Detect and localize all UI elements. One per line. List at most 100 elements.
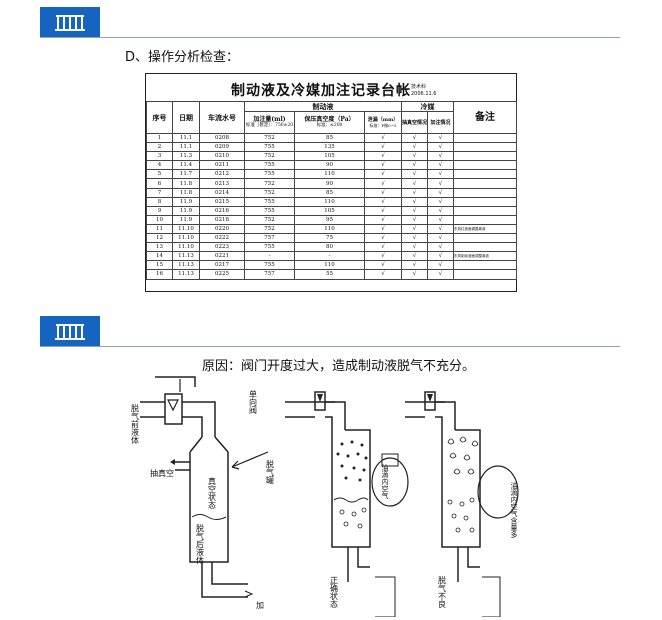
header-divider	[40, 37, 620, 38]
table-cell-leak: √	[363, 169, 403, 180]
company-logo	[40, 7, 100, 37]
table-cell-evac: √	[401, 205, 429, 216]
label-oil-drop-air-more: 油滴内空气含量多	[510, 481, 518, 539]
table-cell-date: 11.8	[172, 187, 200, 198]
table-cell-remark	[453, 196, 518, 207]
table-cell-fill: √	[427, 187, 455, 198]
logo-mark-icon	[55, 15, 85, 31]
table-cell-remark	[453, 233, 518, 244]
table-cell-flow: 0212	[199, 169, 245, 180]
table-cell-vac: 90	[294, 178, 365, 189]
table-cell-evac: √	[401, 196, 429, 207]
table-cell-vac: 110	[294, 196, 365, 207]
table-cell-fill: √	[427, 178, 455, 189]
table-cell-seq: 16	[146, 269, 173, 280]
table-cell-seq: 7	[146, 187, 173, 198]
table-cell-evac: √	[401, 214, 429, 225]
ledger-note: 技术科 2006.11.6	[411, 84, 437, 97]
table-cell-date: 11.10	[172, 223, 200, 235]
ledger-sheet: 制动液及冷媒加注记录台帐 技术科 2006.11.6 序号 日期 车流水号 制动…	[145, 73, 518, 292]
table-cell-date: 11.1	[172, 132, 200, 144]
table-cell-amount: -	[244, 251, 295, 262]
table-cell-date: 11.3	[172, 151, 200, 162]
table-cell-evac: √	[401, 242, 429, 253]
table-cell-amount: 752	[244, 151, 295, 162]
label-one-way-valve: 单向阀	[249, 389, 258, 415]
table-cell-leak: √	[363, 233, 403, 244]
degassing-tank	[189, 452, 229, 563]
table-cell-vac: 110	[294, 223, 365, 235]
table-cell-date: 11.8	[172, 178, 200, 189]
table-cell-evac: √	[401, 169, 429, 180]
table-cell-vac: 110	[294, 169, 365, 180]
table-cell-date: 11.13	[172, 251, 200, 262]
table-cell-seq: 5	[146, 169, 173, 180]
table-cell-amount: 755	[244, 242, 295, 253]
table-cell-vac: -	[294, 251, 365, 262]
ledger-title: 制动液及冷媒加注记录台帐	[231, 83, 411, 99]
table-cell-evac: √	[401, 178, 429, 189]
header-fill-amount: 加注量(ml) 标准（暂定）：750±20	[244, 111, 295, 134]
valve-body	[164, 393, 183, 425]
table-cell-fill: √	[427, 214, 455, 225]
header-seq: 序号	[146, 101, 173, 134]
table-cell-evac: √	[401, 260, 429, 271]
table-cell-fill: √	[427, 132, 455, 144]
label-degassed: 脱气后液体	[196, 523, 205, 565]
table-cell-seq: 14	[146, 251, 173, 262]
table-cell-seq: 13	[146, 242, 173, 253]
table-cell-date: 11.7	[172, 169, 200, 180]
table-cell-date: 11.10	[172, 242, 200, 253]
table-cell-amount: 752	[244, 223, 295, 235]
table-cell-vac: 90	[294, 160, 365, 171]
company-logo	[40, 316, 100, 346]
table-cell-leak: √	[363, 260, 403, 271]
table-cell-date: 11.13	[172, 260, 200, 271]
table-cell-flow: 0225	[199, 269, 245, 280]
table-cell-flow: 0211	[199, 160, 245, 171]
table-cell-remark: 东风红液面调整离液	[453, 223, 518, 235]
valve-handle	[155, 376, 196, 387]
table-cell-fill: √	[427, 260, 455, 271]
table-cell-remark	[453, 260, 518, 271]
table-cell-fill: √	[427, 151, 455, 162]
header-date: 日期	[172, 101, 200, 134]
label-poor-degas: 脱气不良	[438, 575, 447, 609]
table-cell-amount: 755	[244, 142, 295, 153]
table-cell-leak: √	[363, 187, 403, 198]
table-cell-seq: 12	[146, 233, 173, 244]
table-cell-leak: √	[363, 242, 403, 253]
table-cell-flow: 0215	[199, 196, 245, 207]
table-cell-remark	[453, 269, 518, 280]
header-flow: 车流水号	[199, 101, 245, 134]
table-cell-leak: √	[363, 142, 403, 153]
table-cell-flow: 0220	[199, 223, 245, 235]
table-cell-date: 11.9	[172, 205, 200, 216]
table-cell-vac: 95	[294, 214, 365, 225]
table-cell-vac: 75	[294, 233, 365, 244]
table-cell-seq: 4	[146, 160, 173, 171]
table-cell-remark: 东风制动液面调整离液	[453, 251, 518, 262]
table-cell-remark	[453, 132, 518, 144]
table-cell-leak: √	[363, 269, 403, 280]
table-cell-amount: 755	[244, 169, 295, 180]
table-cell-fill: √	[427, 269, 455, 280]
table-cell-flow: 0214	[199, 187, 245, 198]
section-title: D、操作分析检查：	[125, 50, 240, 65]
label-fill: 加	[256, 600, 264, 610]
table-cell-fill: √	[427, 196, 455, 207]
label-tank: 脱气罐	[266, 459, 275, 485]
table-cell-fill: √	[427, 205, 455, 216]
table-cell-remark	[453, 205, 518, 216]
table-cell-seq: 3	[146, 151, 173, 162]
table-cell-remark	[453, 169, 518, 180]
